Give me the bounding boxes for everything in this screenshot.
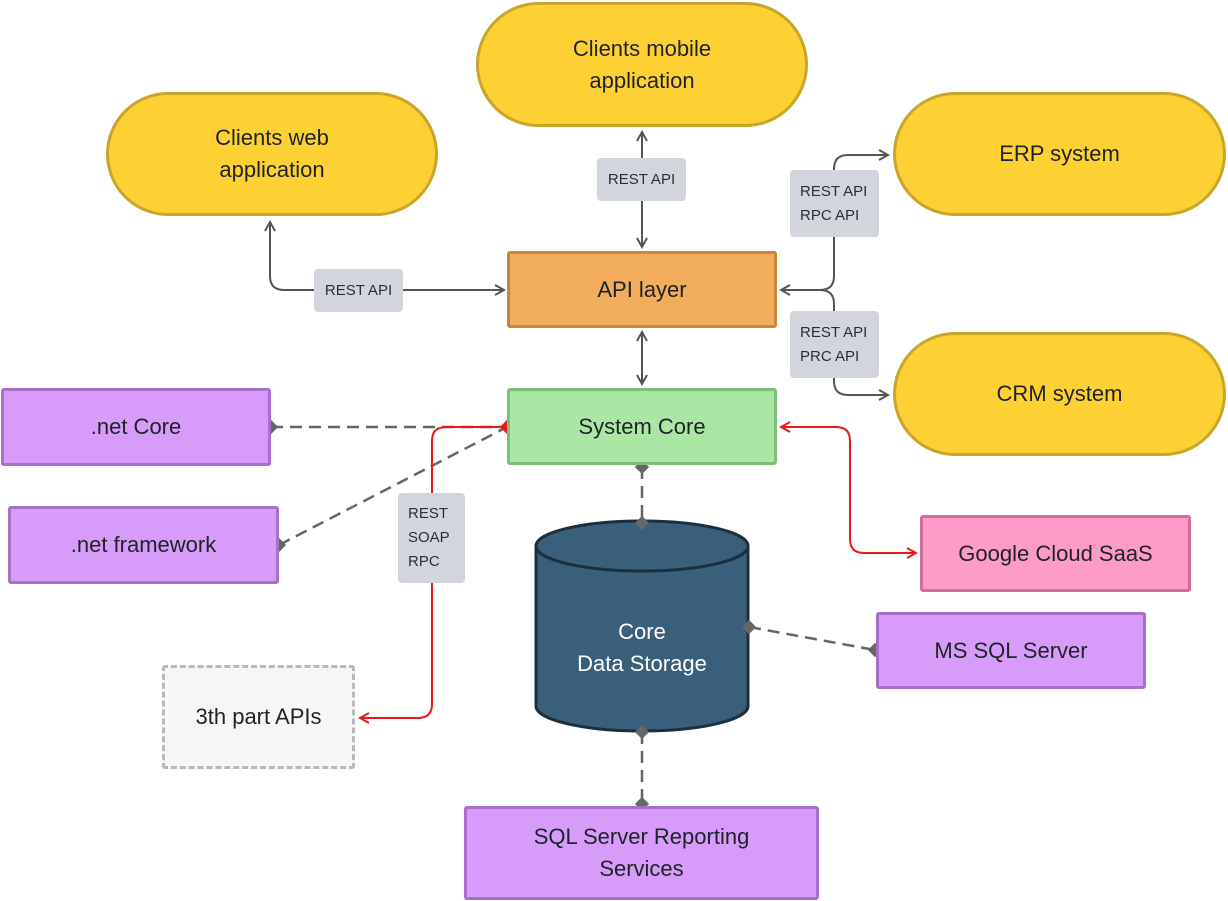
clients-web-app-node: Clients web application bbox=[106, 92, 438, 216]
protocol-line: REST API bbox=[800, 182, 868, 200]
net-framework-label: .net framework bbox=[70, 532, 217, 557]
protocol-line: PRC API bbox=[800, 347, 860, 365]
diamond-icon bbox=[741, 619, 757, 635]
clients-mobile-app-node: Clients mobile application bbox=[476, 2, 808, 127]
protocol-line: SOAP bbox=[408, 529, 450, 546]
protocol-line: RPC bbox=[408, 553, 440, 570]
protocol-line: REST API bbox=[607, 170, 676, 188]
protocol-line: REST API bbox=[324, 281, 393, 299]
core-data-storage-label: Core Data Storage bbox=[535, 616, 749, 680]
third-party-protocol-tag: REST SOAP RPC bbox=[398, 493, 465, 583]
erp-system-node: ERP system bbox=[893, 92, 1226, 216]
system-core-node: System Core bbox=[507, 388, 777, 465]
third-party-apis-node: 3th part APIs bbox=[162, 665, 355, 769]
api-layer-label: API layer bbox=[597, 276, 687, 302]
net-core-label: .net Core bbox=[90, 414, 182, 439]
storage-label-line: Core bbox=[618, 619, 666, 644]
ms-sql-server-label: MS SQL Server bbox=[934, 637, 1088, 663]
clients-web-app-label: Clients web application bbox=[215, 125, 329, 182]
protocol-line: RPC API bbox=[800, 206, 860, 224]
web-protocol-tag: REST API bbox=[314, 269, 403, 312]
google-cloud-saas-node: Google Cloud SaaS bbox=[920, 515, 1191, 592]
protocol-line: REST bbox=[408, 505, 449, 522]
storage-label-line: Data Storage bbox=[577, 651, 707, 676]
net-core-node: .net Core bbox=[1, 388, 271, 466]
connector-api-crm bbox=[819, 289, 888, 395]
crm-protocol-tag: REST API PRC API bbox=[790, 311, 879, 378]
mobile-protocol-tag: REST API bbox=[597, 158, 686, 201]
protocol-line: REST API bbox=[800, 323, 868, 341]
connector-netfw-core bbox=[278, 425, 508, 547]
crm-system-node: CRM system bbox=[893, 332, 1226, 456]
clients-mobile-app-label: Clients mobile application bbox=[572, 35, 712, 93]
third-party-apis-label: 3th part APIs bbox=[195, 704, 322, 729]
sql-server-reporting-label: SQL Server Reporting Services bbox=[533, 824, 750, 881]
ms-sql-server-node: MS SQL Server bbox=[876, 612, 1146, 689]
sql-server-reporting-node: SQL Server Reporting Services bbox=[464, 806, 819, 900]
connector-web-api bbox=[270, 222, 504, 290]
erp-system-label: ERP system bbox=[999, 141, 1120, 166]
connector-storage-mssql bbox=[748, 625, 876, 652]
connector-core-google bbox=[781, 427, 916, 553]
diamond-icon bbox=[634, 724, 650, 740]
diamond-icon bbox=[634, 515, 650, 531]
google-cloud-saas-label: Google Cloud SaaS bbox=[958, 540, 1153, 566]
api-layer-node: API layer bbox=[507, 251, 777, 328]
system-core-label: System Core bbox=[578, 413, 706, 439]
erp-protocol-tag: REST API RPC API bbox=[790, 170, 879, 237]
crm-system-label: CRM system bbox=[996, 381, 1123, 406]
net-framework-node: .net framework bbox=[8, 506, 279, 584]
